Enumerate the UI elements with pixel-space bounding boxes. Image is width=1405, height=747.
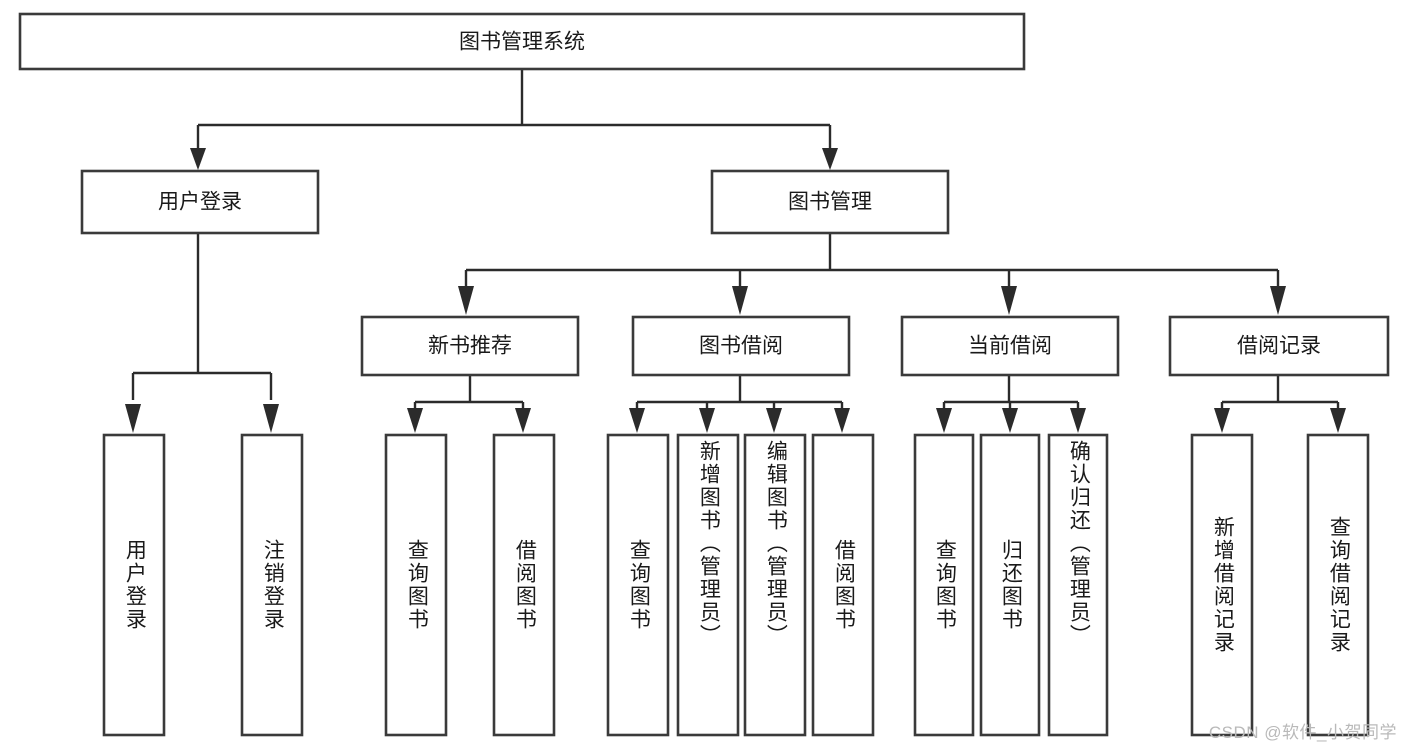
connector-userlogin-to-leaves <box>125 233 279 433</box>
leaf-box-edit-book-admin[interactable] <box>743 433 807 737</box>
leaf-book-borrow-group <box>606 433 875 737</box>
watermark-text: CSDN @软件_小贺同学 <box>1208 723 1397 742</box>
node-root[interactable]: 图书管理系统 <box>18 12 1026 71</box>
node-new-book-recommend[interactable]: 新书推荐 <box>360 315 580 377</box>
leaf-current-borrow-group <box>913 433 1109 737</box>
connector-currentborrow-to-leaves <box>936 375 1086 433</box>
node-new-book-recommend-label: 新书推荐 <box>428 335 512 358</box>
connector-bookborrow-to-leaves <box>629 375 850 433</box>
node-current-borrow-label: 当前借阅 <box>968 335 1052 358</box>
connector-root-to-level1 <box>190 70 838 170</box>
node-borrow-record-label: 借阅记录 <box>1237 335 1321 358</box>
node-user-login[interactable]: 用户登录 <box>80 169 320 235</box>
leaf-box-return-book[interactable] <box>979 433 1041 737</box>
connector-borrowrecord-to-leaves <box>1214 375 1346 433</box>
leaf-box-query-book-3[interactable] <box>913 433 975 737</box>
leaf-box-logout[interactable] <box>240 433 304 737</box>
node-book-borrow[interactable]: 图书借阅 <box>631 315 851 377</box>
leaf-box-query-book-1[interactable] <box>384 433 448 737</box>
leaf-box-add-book-admin[interactable] <box>676 433 740 737</box>
node-root-label: 图书管理系统 <box>459 31 585 54</box>
leaf-new-book-group <box>384 433 556 737</box>
leaf-box-add-borrow-record[interactable] <box>1190 433 1254 737</box>
leaf-box-query-borrow-record[interactable] <box>1306 433 1370 737</box>
connector-bookmgmt-to-level2 <box>458 233 1286 315</box>
connector-newbook-to-leaves <box>407 375 531 433</box>
node-book-management[interactable]: 图书管理 <box>710 169 950 235</box>
leaf-box-borrow-book-1[interactable] <box>492 433 556 737</box>
node-borrow-record[interactable]: 借阅记录 <box>1168 315 1390 377</box>
node-book-management-label: 图书管理 <box>788 191 872 214</box>
leaf-borrow-record-group <box>1190 433 1370 737</box>
leaf-box-confirm-return-admin[interactable] <box>1047 433 1109 737</box>
node-book-borrow-label: 图书借阅 <box>699 335 783 358</box>
leaf-box-borrow-book-2[interactable] <box>811 433 875 737</box>
leaf-box-query-book-2[interactable] <box>606 433 670 737</box>
leaf-box-user-login[interactable] <box>102 433 166 737</box>
leaf-user-login-group <box>102 433 304 737</box>
node-user-login-label: 用户登录 <box>158 191 242 214</box>
node-current-borrow[interactable]: 当前借阅 <box>900 315 1120 377</box>
